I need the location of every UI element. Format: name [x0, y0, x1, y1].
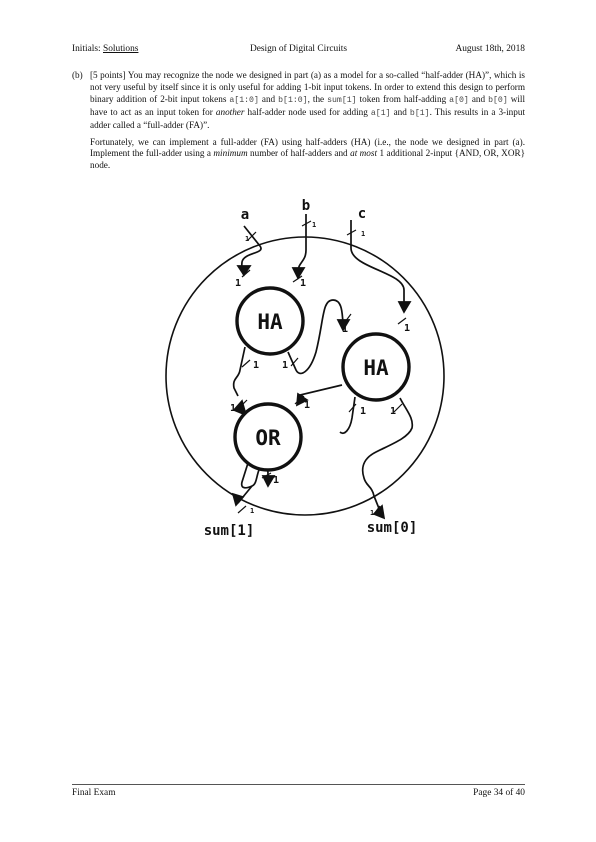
- output-sum0-label: sum[0]: [367, 520, 418, 536]
- p1-text: and: [468, 93, 489, 104]
- width-label: 1: [390, 406, 396, 417]
- ha-node-2-circle: [341, 332, 411, 402]
- arrowhead: [336, 319, 351, 332]
- or-node-circle: [233, 402, 303, 472]
- wire-ha2-to-or: [297, 384, 343, 398]
- p1-text: and: [258, 93, 279, 104]
- width-label: 1: [304, 400, 310, 411]
- question-paragraph-1: (b) [5 points] You may recognize the node…: [72, 70, 525, 132]
- width-label: 1: [253, 360, 259, 371]
- wire-ha2-carry: [339, 396, 356, 435]
- ha-node-1-label: HA: [257, 310, 283, 334]
- width-label: 1: [370, 509, 374, 517]
- course-title: Design of Digital Circuits: [249, 44, 348, 54]
- full-adder-diagram: 1 1 1 1 1 1 1 1 1 1 1 1 1 1 1 1 HA HA OR…: [165, 198, 445, 539]
- output-wires: [237, 485, 383, 517]
- width-label: 1: [230, 403, 236, 414]
- or-node: OR: [233, 402, 303, 472]
- arrowhead: [291, 267, 306, 280]
- page-number: Page 34 of 40: [473, 788, 525, 798]
- code-a0: a[0]: [449, 95, 469, 105]
- code-b1: b[1]: [409, 108, 430, 118]
- p1-text: , the: [307, 93, 328, 104]
- arrowhead: [397, 301, 412, 314]
- wire-c-to-ha2: [350, 220, 405, 304]
- ha-node-2: HA: [341, 332, 411, 402]
- p2-text: Fortunately, we can implement a full-add…: [90, 136, 525, 159]
- emphasis-minimum: minimum: [213, 148, 248, 159]
- question-label: (b): [72, 70, 83, 80]
- width-label: 1: [245, 235, 249, 243]
- p2-text: number of half-adders and: [247, 148, 351, 159]
- width-label: 1: [235, 278, 241, 289]
- p1-text: half-adder node used for adding: [244, 106, 371, 117]
- footer-exam-name: Final Exam: [72, 788, 116, 798]
- wire-sum1-out: [237, 485, 253, 504]
- input-c-label: c: [358, 206, 366, 222]
- code-b0: b[0]: [488, 95, 508, 105]
- width-label: 1: [273, 475, 279, 486]
- bus-width-ticks: [237, 220, 407, 515]
- emphasis-at-most: at most: [350, 148, 378, 159]
- wire-sum0-out: [373, 495, 383, 517]
- or-node-label: OR: [255, 426, 281, 450]
- width-label: 1: [404, 323, 410, 334]
- output-sum1-label: sum[1]: [204, 523, 255, 539]
- initials-value: Solutions: [103, 44, 139, 54]
- wire-ha2-to-sum0: [361, 397, 414, 497]
- full-adder-boundary: [165, 236, 445, 516]
- ha-node-1: HA: [235, 286, 305, 356]
- points: [5 points]: [90, 70, 126, 80]
- p1-text: token from half-adding: [356, 93, 450, 104]
- width-label: 1: [282, 360, 288, 371]
- ha-node-2-label: HA: [363, 356, 389, 380]
- width-label: 1: [360, 406, 366, 417]
- input-b-label: b: [302, 198, 310, 214]
- exam-date: August 18th, 2018: [455, 44, 525, 54]
- width-label: 1: [250, 507, 254, 515]
- code-b10: b[1:0]: [278, 95, 308, 105]
- p2-text: 1 additional 2-input {AND, OR, XOR} node…: [90, 148, 525, 171]
- p1-text: and: [390, 106, 410, 117]
- wire-b-to-ha1: [297, 214, 307, 273]
- arrowhead: [261, 475, 276, 488]
- question-text: (b) [5 points] You may recognize the node…: [72, 70, 525, 172]
- p1-text: . This results in a 3-input adder called…: [90, 106, 525, 130]
- width-label: 1: [300, 278, 306, 289]
- width-label: 1: [312, 221, 316, 229]
- code-sum1: sum[1]: [327, 95, 357, 105]
- arrowhead: [236, 265, 252, 277]
- question-paragraph-2: Fortunately, we can implement a full-add…: [72, 137, 525, 173]
- p1-text: will have to act as an input token for: [90, 93, 526, 117]
- input-a-label: a: [241, 207, 249, 223]
- initials: Initials: Solutions: [72, 44, 138, 54]
- ha-node-1-circle: [235, 286, 305, 356]
- wire-ha1-to-ha2: [287, 299, 344, 375]
- width-label: 1: [342, 324, 348, 335]
- initials-label: Initials:: [72, 44, 101, 54]
- wire-ha1-to-or: [232, 346, 246, 397]
- io-labels: a b c sum[1] sum[0]: [204, 198, 418, 539]
- emphasis-another: another: [215, 106, 245, 117]
- footer-rule: [72, 784, 525, 785]
- width-label: 1: [361, 230, 365, 238]
- code-a1: a[1]: [370, 108, 391, 118]
- code-a10: a[1:0]: [229, 95, 259, 105]
- p1-text: You may recognize the node we designed i…: [90, 70, 525, 104]
- bus-width-labels: 1 1 1 1 1 1 1 1 1 1 1 1 1 1 1 1: [230, 221, 410, 517]
